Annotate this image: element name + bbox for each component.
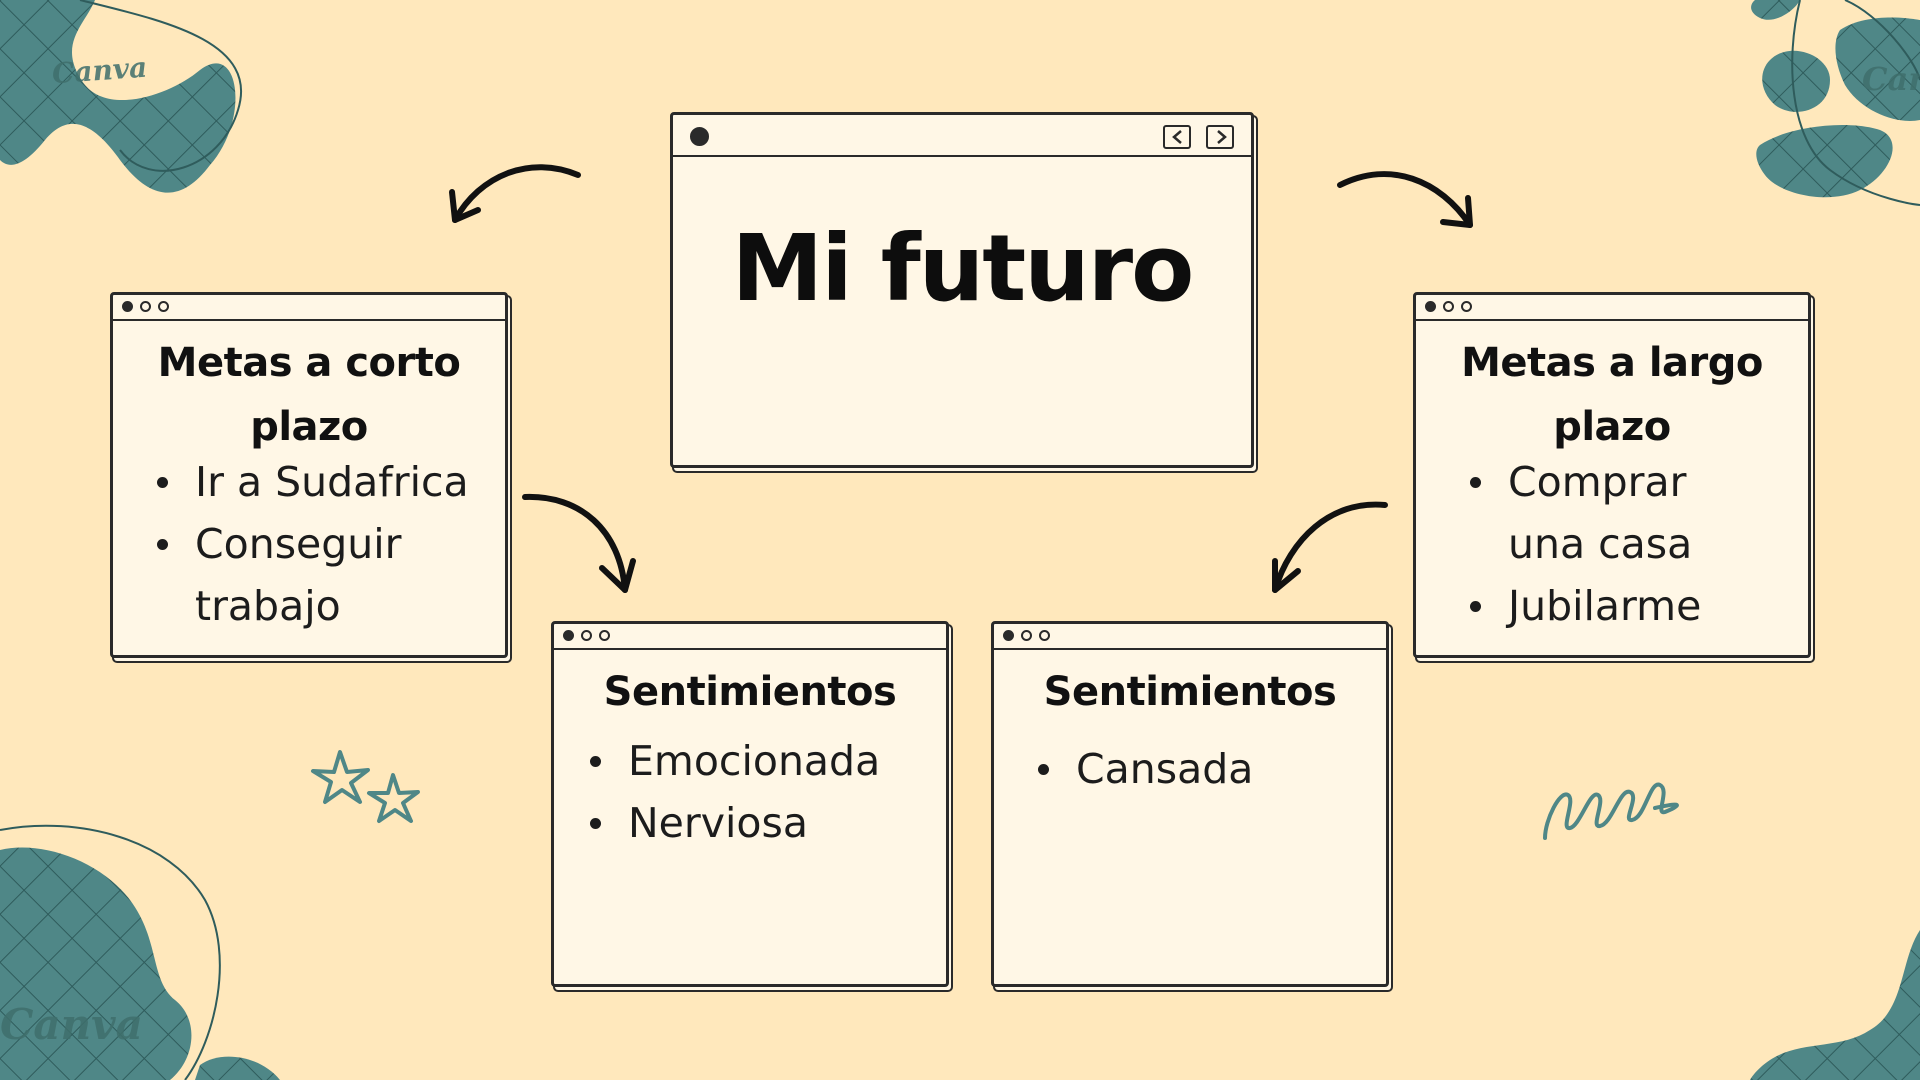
main-window-titlebar bbox=[673, 115, 1251, 157]
short-term-title: Metas a corto plazo bbox=[113, 331, 505, 459]
blob-bottom-left bbox=[0, 824, 280, 1080]
window-dot-icon bbox=[581, 630, 592, 641]
list-item: Nerviosa bbox=[590, 792, 946, 854]
feelings-right-titlebar bbox=[994, 624, 1386, 650]
blob-top-left bbox=[0, 0, 242, 193]
arrow-to-feelings-right bbox=[1272, 501, 1388, 593]
nav-back-icon bbox=[1163, 125, 1191, 149]
squiggle-loops bbox=[1543, 782, 1679, 840]
blob-bottom-right bbox=[1750, 930, 1920, 1080]
short-term-list: Ir a Sudafrica Conseguir trabajo bbox=[157, 451, 505, 637]
short-term-window: Metas a corto plazo Ir a Sudafrica Conse… bbox=[110, 292, 508, 658]
watermark-top-right: Can bbox=[1862, 60, 1920, 98]
window-dot-icon bbox=[158, 301, 169, 312]
feelings-left-list: Emocionada Nerviosa bbox=[590, 730, 946, 854]
blob-top-right bbox=[1751, 0, 1920, 206]
feelings-right-window: Sentimientos Cansada bbox=[991, 621, 1389, 987]
long-term-list: Comprar una casa Jubilarme bbox=[1470, 451, 1808, 637]
window-dot-icon bbox=[690, 127, 709, 146]
long-term-title-line2: plazo bbox=[1553, 404, 1671, 450]
arrow-to-long-term bbox=[1337, 171, 1473, 228]
watermark-top-left: Canva bbox=[50, 50, 149, 91]
main-window: Mi futuro bbox=[670, 112, 1254, 468]
list-item: Emocionada bbox=[590, 730, 946, 792]
feelings-left-window: Sentimientos Emocionada Nerviosa bbox=[551, 621, 949, 987]
long-term-title-line1: Metas a largo bbox=[1461, 340, 1763, 386]
long-term-titlebar bbox=[1416, 295, 1808, 321]
arrow-to-feelings-left bbox=[522, 493, 636, 593]
window-dot-icon bbox=[1443, 301, 1454, 312]
list-item: Conseguir bbox=[157, 513, 505, 575]
arrow-to-short-term bbox=[449, 164, 581, 223]
list-item: Ir a Sudafrica bbox=[157, 451, 505, 513]
feelings-right-list: Cansada bbox=[1038, 738, 1386, 800]
window-dot-icon bbox=[1425, 301, 1436, 312]
window-dot-icon bbox=[1021, 630, 1032, 641]
window-dot-icon bbox=[1461, 301, 1472, 312]
short-term-title-line1: Metas a corto bbox=[157, 340, 461, 386]
watermark-bottom-left: Canva bbox=[0, 1000, 143, 1049]
window-dot-icon bbox=[563, 630, 574, 641]
window-dot-icon bbox=[140, 301, 151, 312]
nav-forward-icon bbox=[1206, 125, 1234, 149]
list-item: Comprar bbox=[1470, 451, 1808, 513]
star-doodle bbox=[311, 750, 420, 823]
window-dot-icon bbox=[1039, 630, 1050, 641]
window-dot-icon bbox=[122, 301, 133, 312]
long-term-window: Metas a largo plazo Comprar una casa Jub… bbox=[1413, 292, 1811, 658]
feelings-left-title: Sentimientos bbox=[603, 669, 897, 715]
feelings-right-title: Sentimientos bbox=[1043, 669, 1337, 715]
list-item-continuation: una casa bbox=[1508, 520, 1693, 568]
list-item-continuation: trabajo bbox=[195, 582, 341, 630]
short-term-title-line2: plazo bbox=[250, 404, 368, 450]
feelings-left-titlebar bbox=[554, 624, 946, 650]
window-dot-icon bbox=[1003, 630, 1014, 641]
window-dot-icon bbox=[599, 630, 610, 641]
list-item: Jubilarme bbox=[1470, 575, 1808, 637]
list-item: Cansada bbox=[1038, 738, 1386, 800]
short-term-titlebar bbox=[113, 295, 505, 321]
long-term-title: Metas a largo plazo bbox=[1416, 331, 1808, 459]
main-title: Mi futuro bbox=[731, 215, 1195, 322]
